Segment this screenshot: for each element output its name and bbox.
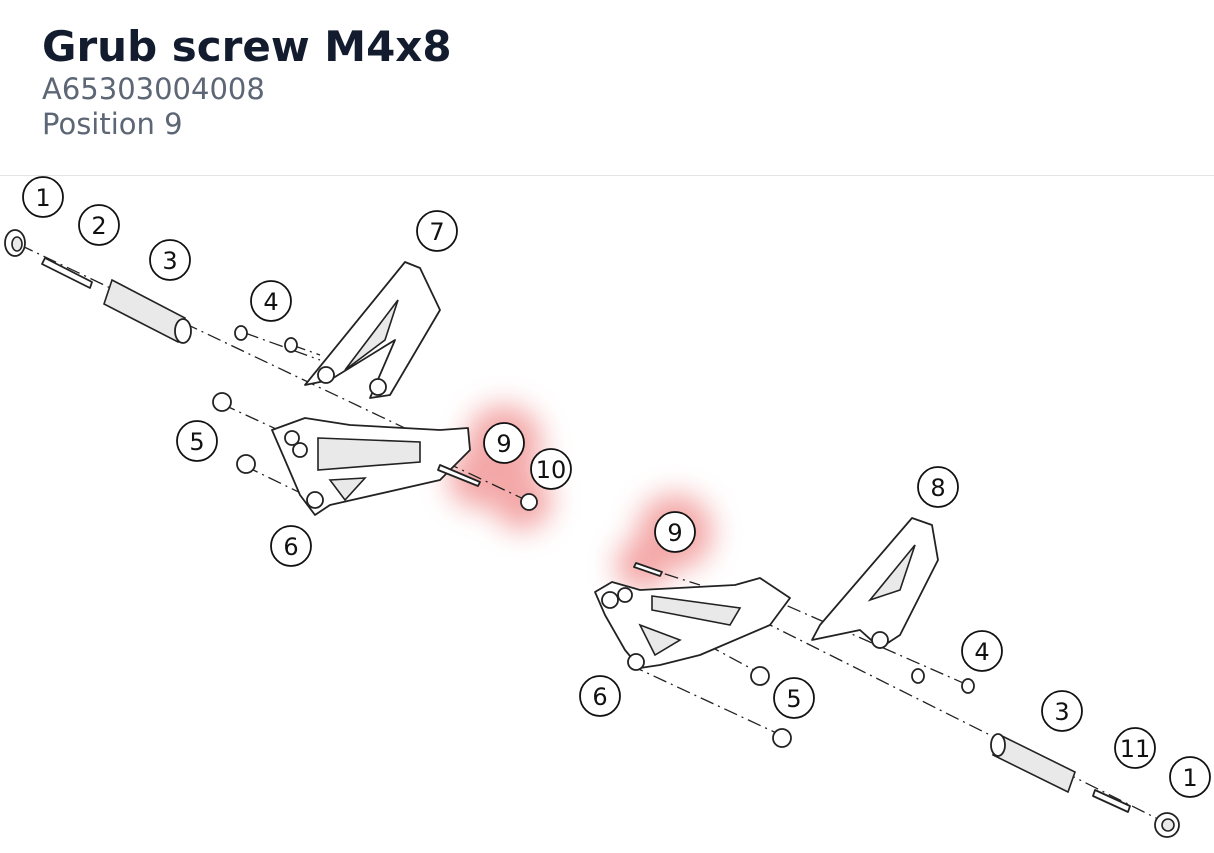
callout-circle xyxy=(579,675,621,717)
callout-position-6[interactable]: 6 xyxy=(579,675,621,717)
header-divider xyxy=(0,175,1214,176)
part-position: Position 9 xyxy=(42,107,183,141)
callout-position-5[interactable]: 5 xyxy=(773,677,815,719)
callout-circle xyxy=(270,525,312,567)
callout-label: 5 xyxy=(189,428,204,456)
callout-label: 4 xyxy=(974,638,989,666)
callout-label: 3 xyxy=(162,247,177,275)
callout-position-10[interactable]: 10 xyxy=(530,448,572,490)
callout-circle xyxy=(654,511,696,553)
callout-position-8[interactable]: 8 xyxy=(917,466,959,508)
callout-position-6[interactable]: 6 xyxy=(270,525,312,567)
callout-position-1[interactable]: 1 xyxy=(1169,756,1211,798)
callout-circle xyxy=(1041,690,1083,732)
callout-label: 10 xyxy=(536,456,567,484)
callout-label: 2 xyxy=(91,212,106,240)
upper-left-assembly xyxy=(4,229,538,516)
callout-circle xyxy=(78,204,120,246)
callout-position-11[interactable]: 11 xyxy=(1114,727,1156,769)
callout-position-5[interactable]: 5 xyxy=(176,420,218,462)
callout-position-4[interactable]: 4 xyxy=(961,630,1003,672)
callout-position-9[interactable]: 9 xyxy=(483,422,525,464)
callout-circle xyxy=(250,280,292,322)
callout-position-7[interactable]: 7 xyxy=(416,210,458,252)
callout-circle xyxy=(22,176,64,218)
callout-position-2[interactable]: 2 xyxy=(78,204,120,246)
callout-circle xyxy=(483,422,525,464)
callout-circle xyxy=(917,466,959,508)
callout-circle xyxy=(961,630,1003,672)
part-header: Grub screw M4x8 A65303004008 Position 9 xyxy=(42,22,452,142)
callout-label: 5 xyxy=(786,685,801,713)
callout-position-4[interactable]: 4 xyxy=(250,280,292,322)
callout-position-1[interactable]: 1 xyxy=(22,176,64,218)
callout-label: 8 xyxy=(930,474,945,502)
callout-label: 6 xyxy=(592,683,607,711)
callout-label: 1 xyxy=(35,184,50,212)
callout-circle xyxy=(1114,727,1156,769)
callout-label: 11 xyxy=(1120,735,1151,763)
callout-label: 9 xyxy=(667,519,682,547)
callout-position-3[interactable]: 3 xyxy=(1041,690,1083,732)
callout-position-9[interactable]: 9 xyxy=(654,511,696,553)
callout-label: 1 xyxy=(1182,764,1197,792)
callout-circle xyxy=(1169,756,1211,798)
callout-circle xyxy=(530,448,572,490)
callout-circle xyxy=(176,420,218,462)
callout-circle xyxy=(773,677,815,719)
part-number: A65303004008 xyxy=(42,72,265,106)
callout-circle xyxy=(416,210,458,252)
lower-right-assembly xyxy=(594,517,1180,838)
callout-label: 6 xyxy=(283,533,298,561)
callout-label: 9 xyxy=(496,430,511,458)
callout-position-3[interactable]: 3 xyxy=(149,239,191,281)
part-title: Grub screw M4x8 xyxy=(42,22,452,71)
callout-label: 3 xyxy=(1054,698,1069,726)
callout-circle xyxy=(149,239,191,281)
callout-label: 7 xyxy=(429,218,444,246)
callout-label: 4 xyxy=(263,288,278,316)
